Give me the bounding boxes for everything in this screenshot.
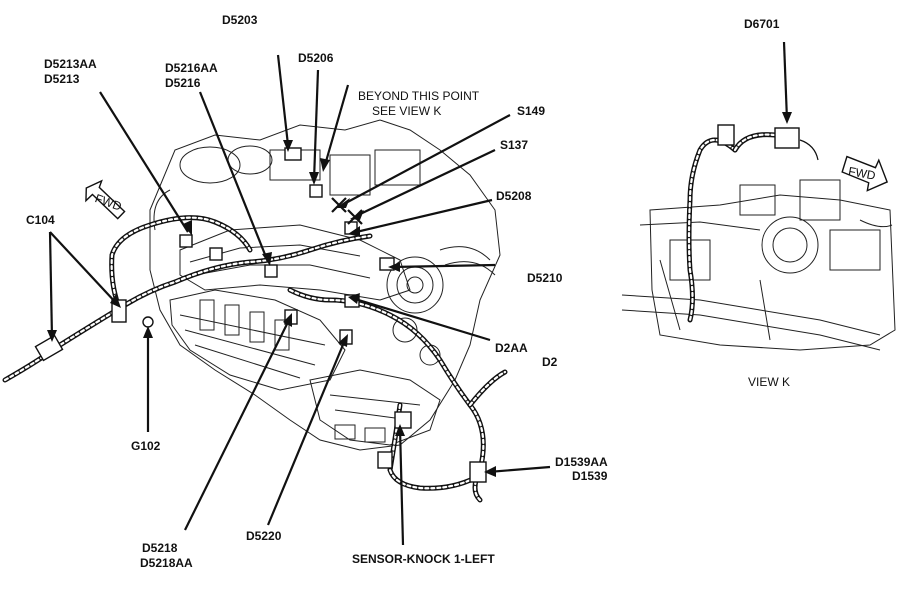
label-d2aa: D2AA bbox=[495, 341, 528, 355]
connector-icon bbox=[309, 184, 323, 198]
connector-icon bbox=[377, 451, 393, 469]
label-d1539aa: D1539AA bbox=[555, 455, 608, 469]
label-d6701: D6701 bbox=[744, 17, 780, 31]
label-beyond-line1: BEYOND THIS POINT bbox=[358, 89, 480, 103]
label-g102: G102 bbox=[131, 439, 161, 453]
label-d5218aa: D5218AA bbox=[140, 556, 193, 570]
connector-icon bbox=[469, 461, 487, 483]
labels: D5203 D5213AA D5213 D5216AA D5216 D5206 … bbox=[26, 13, 790, 570]
label-d5206: D5206 bbox=[298, 51, 334, 65]
label-d5216aa: D5216AA bbox=[165, 61, 218, 75]
label-d5218: D5218 bbox=[142, 541, 178, 555]
label-d5208: D5208 bbox=[496, 189, 532, 203]
label-c104: C104 bbox=[26, 213, 55, 227]
fwd-arrow-label: FWD bbox=[847, 164, 877, 183]
fwd-arrow-icon: FWD bbox=[85, 179, 126, 220]
connector-icon bbox=[774, 127, 800, 149]
fwd-arrow-icon: FWD bbox=[841, 155, 889, 192]
label-d5216: D5216 bbox=[165, 76, 201, 90]
label-d5210: D5210 bbox=[527, 271, 563, 285]
connector-icon bbox=[394, 411, 412, 429]
connector-icon bbox=[264, 264, 278, 278]
ground-icon bbox=[142, 316, 154, 328]
leader-d6701 bbox=[782, 41, 792, 124]
label-d2: D2 bbox=[542, 355, 558, 369]
connector-icon bbox=[179, 234, 193, 248]
connector-icon bbox=[209, 247, 223, 261]
connector-icon bbox=[34, 334, 64, 362]
engine-illustration bbox=[149, 119, 501, 451]
harness-main bbox=[2, 215, 508, 503]
label-d1539: D1539 bbox=[572, 469, 608, 483]
label-d5213aa: D5213AA bbox=[44, 57, 97, 71]
label-s137: S137 bbox=[500, 138, 528, 152]
label-d5203: D5203 bbox=[222, 13, 258, 27]
label-d5220: D5220 bbox=[246, 529, 282, 543]
label-view-k: VIEW K bbox=[748, 375, 790, 389]
connector-icon bbox=[284, 147, 302, 161]
view-k-illustration bbox=[621, 179, 896, 351]
label-beyond-line2: SEE VIEW K bbox=[372, 104, 441, 118]
connector-icon bbox=[717, 124, 735, 146]
leader-lines bbox=[47, 54, 551, 546]
label-s149: S149 bbox=[517, 104, 545, 118]
label-sensor-knock: SENSOR-KNOCK 1-LEFT bbox=[352, 552, 495, 566]
label-d5213: D5213 bbox=[44, 72, 80, 86]
harness-view-k bbox=[686, 124, 819, 323]
